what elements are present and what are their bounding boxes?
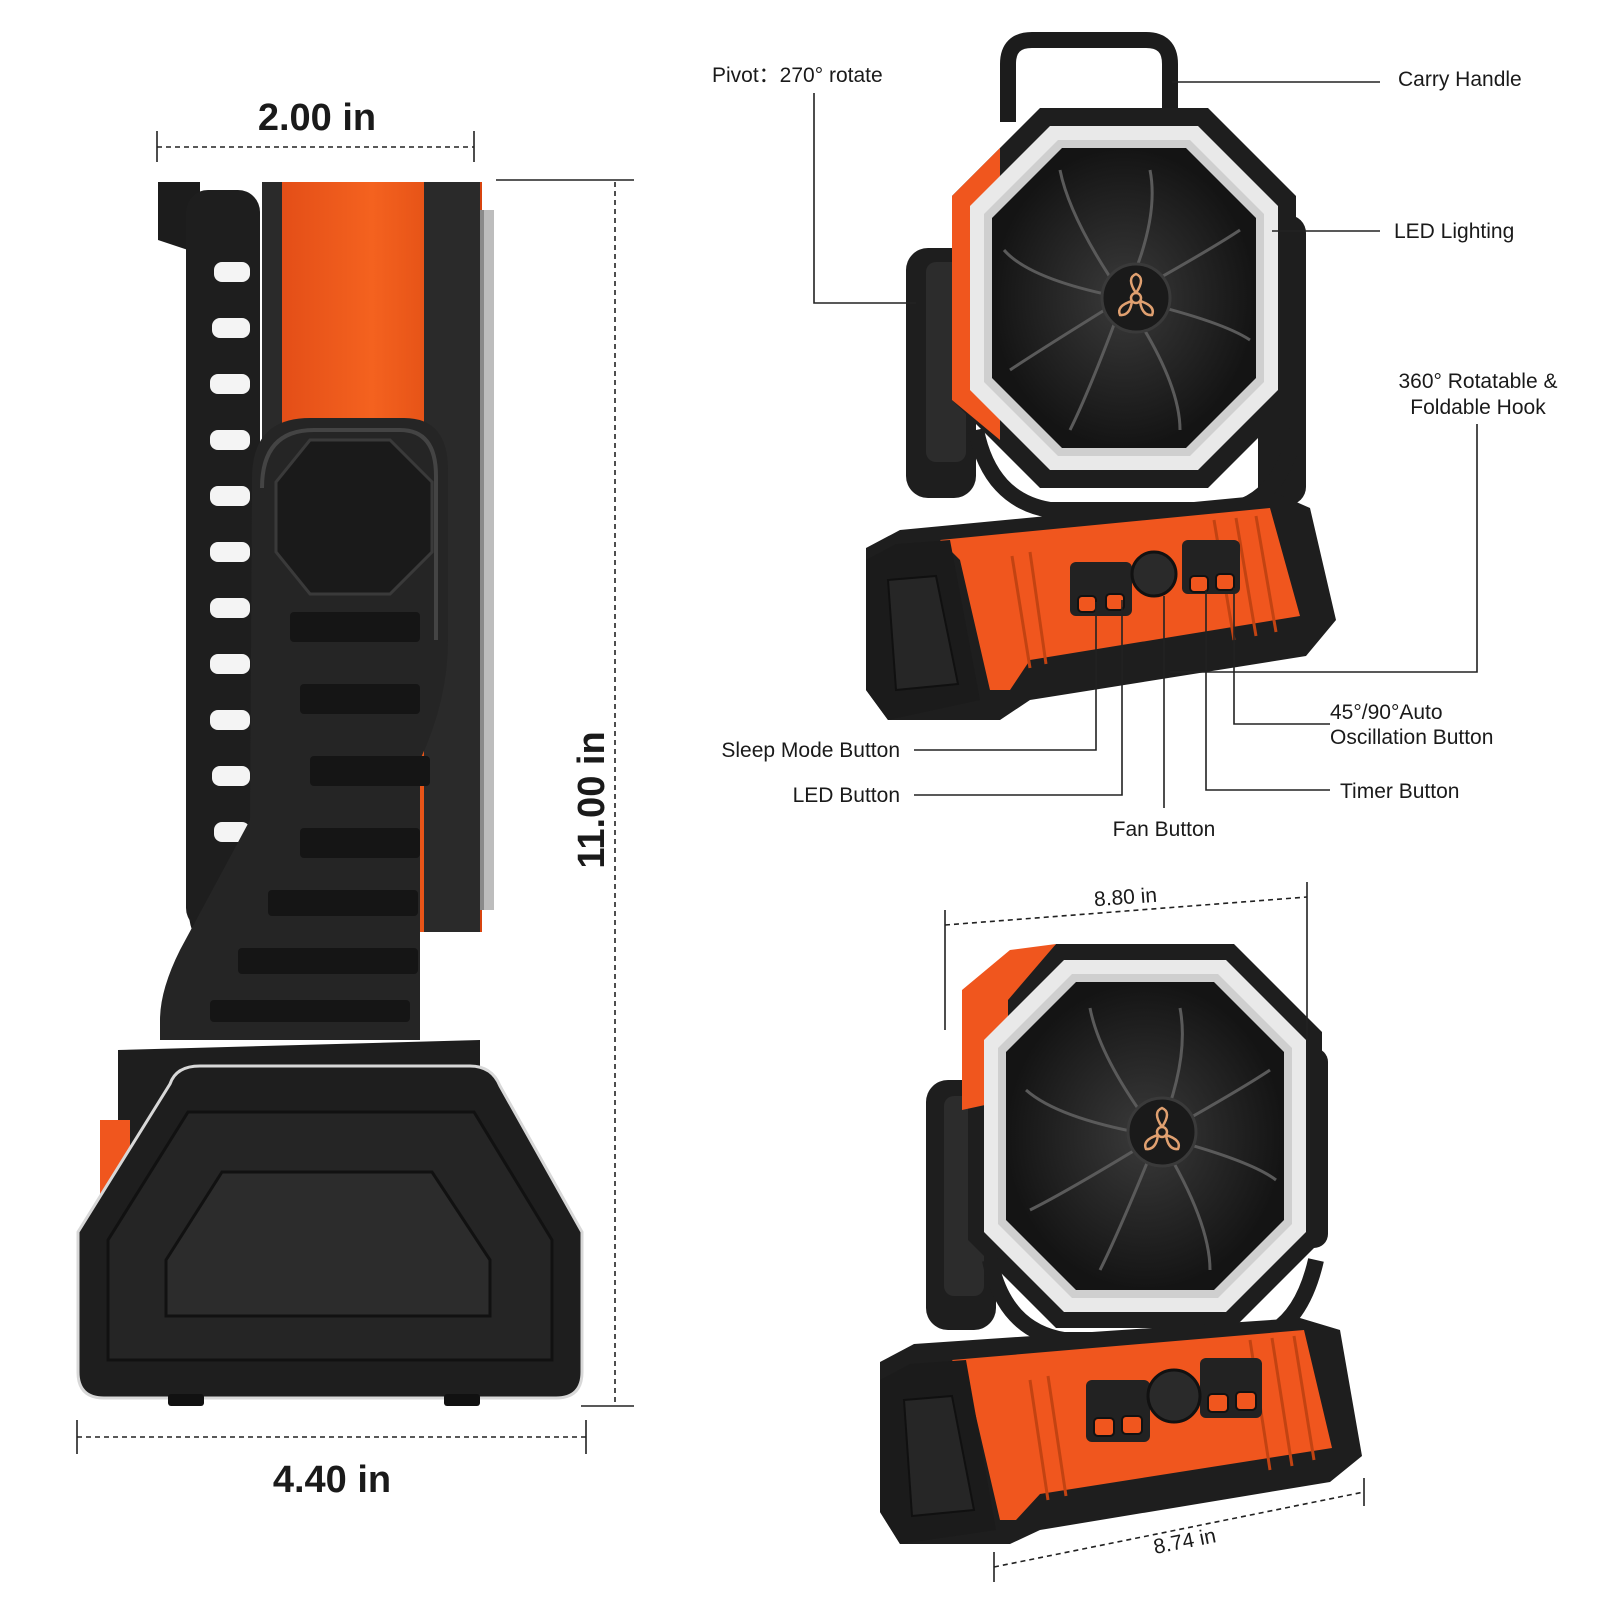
callout-oscillation-line2: Oscillation Button — [1330, 726, 1493, 749]
callout-hook-line2: Foldable Hook — [1410, 396, 1546, 419]
dimension-depth-top — [156, 131, 475, 162]
callout-fan-button: Fan Button — [1113, 818, 1216, 841]
callout-led-button: LED Button — [793, 784, 900, 807]
side-view-fan — [76, 182, 584, 1406]
callout-carry-handle: Carry Handle — [1398, 68, 1522, 91]
dimension-height — [496, 179, 634, 1407]
callout-timer-button: Timer Button — [1340, 780, 1459, 803]
callout-hook-line1: 360° Rotatable & — [1398, 370, 1557, 393]
fan-logo-icon — [1118, 272, 1154, 317]
callout-leader-lines — [813, 81, 1478, 808]
callout-led-lighting: LED Lighting — [1394, 220, 1514, 243]
bottom-control-buttons — [1093, 1391, 1257, 1437]
dimension-label-head-width: 8.80 in — [1093, 884, 1158, 911]
dimension-label-height: 11.00 in — [571, 731, 613, 868]
fan-logo-icon-bottom — [1144, 1106, 1180, 1151]
front-view-fan-bottom — [880, 944, 1362, 1544]
callout-pivot: Pivot：270° rotate — [712, 64, 883, 87]
front-view-fan-top — [866, 32, 1336, 720]
dimension-base-width — [993, 1478, 1365, 1582]
side-grille-slots — [210, 262, 250, 842]
dimension-depth-bottom — [76, 1420, 587, 1454]
dimension-label-base-depth: 4.40 in — [273, 1459, 391, 1501]
dimension-head-width — [944, 882, 1308, 1040]
dimension-label-base-width: 8.74 in — [1152, 1524, 1218, 1559]
dimension-label-depth: 2.00 in — [258, 97, 376, 139]
callout-oscillation-line1: 45°/90°Auto — [1330, 701, 1443, 724]
callout-sleep-mode: Sleep Mode Button — [721, 739, 900, 762]
